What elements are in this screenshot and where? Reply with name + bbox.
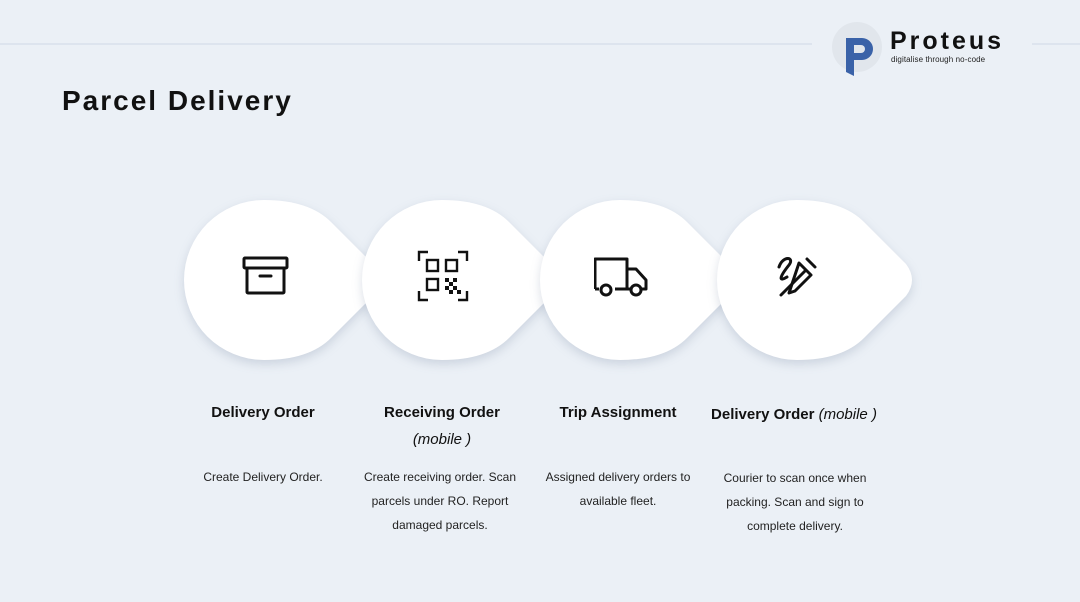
step-3-title: Trip Assignment bbox=[523, 404, 713, 422]
process-step-2 bbox=[361, 200, 601, 380]
step-2-description: Create receiving order. Scan parcels und… bbox=[363, 470, 517, 532]
header-divider-left bbox=[0, 43, 812, 45]
step-title-text: Receiving Order bbox=[384, 404, 500, 421]
qr-code-icon bbox=[417, 250, 469, 302]
step-3-description: Assigned delivery orders to available fl… bbox=[545, 470, 691, 508]
delivery-truck-icon bbox=[594, 257, 648, 297]
step-shape bbox=[540, 200, 735, 360]
step-2-title: Receiving Order (mobile ) bbox=[347, 404, 537, 449]
process-step-3 bbox=[539, 200, 779, 380]
step-mobile-tag: (mobile ) bbox=[818, 406, 877, 423]
process-step-1 bbox=[183, 200, 423, 380]
brand-tagline: digitalise through no-code bbox=[891, 55, 986, 64]
step-1-description: Create Delivery Order. bbox=[203, 470, 323, 484]
step-title-text: Trip Assignment bbox=[559, 404, 677, 421]
step-1-title: Delivery Order bbox=[168, 404, 358, 422]
step-4-title: Delivery Order (mobile ) bbox=[699, 406, 889, 424]
signature-pen-icon bbox=[777, 257, 817, 297]
brand-name: Proteus bbox=[890, 27, 1005, 55]
step-shape bbox=[717, 200, 912, 360]
step-mobile-tag: (mobile ) bbox=[412, 431, 472, 448]
step-shape bbox=[184, 200, 379, 360]
step-shape bbox=[362, 200, 557, 360]
page-title: Parcel Delivery bbox=[62, 85, 293, 116]
proteus-p-icon bbox=[846, 38, 873, 76]
header-divider-right bbox=[1032, 43, 1080, 45]
proteus-logo: Proteus digitalise through no-code bbox=[832, 22, 1032, 78]
step-title-text: Delivery Order bbox=[711, 406, 815, 423]
step-title-text: Delivery Order bbox=[211, 404, 315, 421]
process-step-4 bbox=[716, 200, 956, 380]
archive-box-icon bbox=[242, 256, 289, 295]
step-4-description: Courier to scan once when packing. Scan … bbox=[723, 471, 867, 533]
